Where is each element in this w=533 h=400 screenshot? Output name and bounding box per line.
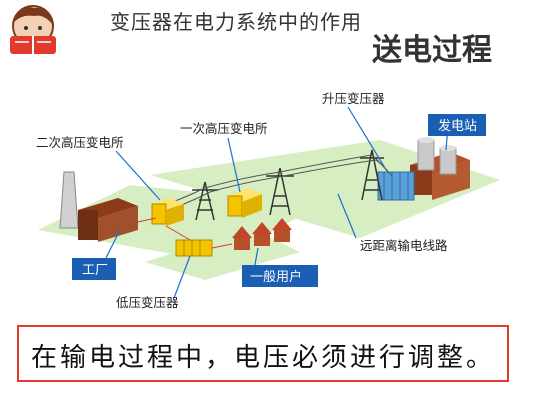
step-up-transformer-icon xyxy=(377,171,415,201)
transmission-tower-1 xyxy=(360,149,384,201)
household-icon xyxy=(232,218,292,250)
label-step-down-transformer: 低压变压器 xyxy=(116,295,179,310)
primary-substation-icon xyxy=(227,188,262,218)
power-lines xyxy=(155,154,393,213)
transmission-tower-2 xyxy=(266,167,294,216)
factory-icon xyxy=(59,171,138,242)
distribution-wires xyxy=(137,217,233,249)
diagram-heading: 送电过程 xyxy=(372,33,492,68)
label-step-up-transformer: 升压变压器 xyxy=(322,91,385,106)
label-primary-substation: 一次高压变电所 xyxy=(180,121,268,136)
label-household: 一般用户 xyxy=(242,265,318,287)
label-power-station-text: 发电站 xyxy=(438,118,477,134)
power-station-icon xyxy=(410,137,470,200)
page-title: 变压器在电力系统中的作用 xyxy=(110,10,362,34)
transmission-tower-3 xyxy=(192,181,218,221)
reader-avatar-icon xyxy=(4,2,62,58)
caption-text: 在输电过程中，电压必须进行调整。 xyxy=(30,343,495,373)
caption-box: 在输电过程中，电压必须进行调整。 xyxy=(17,325,509,382)
label-factory: 工厂 xyxy=(72,258,116,280)
label-power-station: 发电站 xyxy=(428,114,486,136)
step-down-transformer-icon xyxy=(175,239,213,257)
secondary-substation-icon xyxy=(151,198,184,226)
label-factory-text: 工厂 xyxy=(82,263,108,278)
label-long-distance-line: 远距离输电线路 xyxy=(360,238,448,253)
label-household-text: 一般用户 xyxy=(250,269,302,285)
label-secondary-substation: 二次高压变电所 xyxy=(36,135,124,150)
